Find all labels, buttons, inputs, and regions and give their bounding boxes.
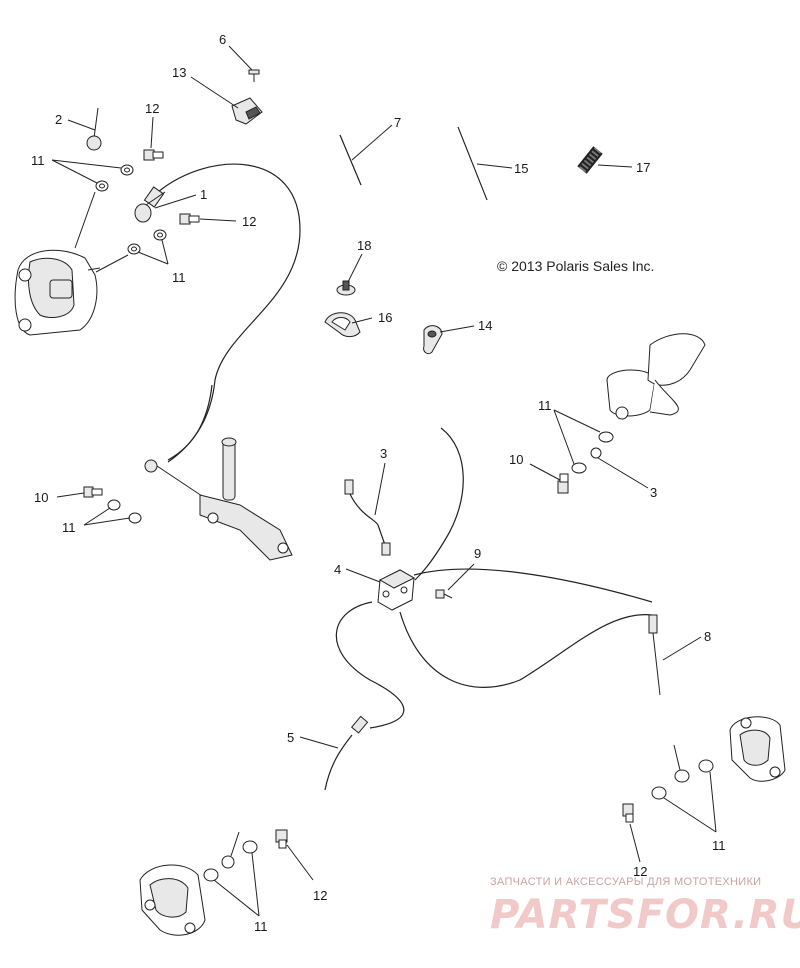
callout-3-a: 3 xyxy=(380,446,387,461)
front-master-cylinder xyxy=(606,333,706,420)
callout-16: 16 xyxy=(378,310,392,325)
rear-master-cylinder xyxy=(144,437,293,561)
callout-1: 1 xyxy=(200,187,207,202)
hose-8-end xyxy=(648,614,661,696)
callout-10-b: 10 xyxy=(509,452,523,467)
callout-9: 9 xyxy=(474,546,481,561)
rod-15 xyxy=(457,126,488,201)
washers-upper-left xyxy=(95,164,167,255)
callout-6: 6 xyxy=(219,32,226,47)
hose-5-end xyxy=(324,715,369,791)
hose-3-center xyxy=(344,479,391,556)
callout-5: 5 xyxy=(287,730,294,745)
washers-lower-right xyxy=(622,744,714,823)
callout-14: 14 xyxy=(478,318,492,333)
callout-11-f: 11 xyxy=(254,919,268,934)
brake-hose-lines xyxy=(157,163,653,729)
callout-11-d: 11 xyxy=(62,520,76,535)
washers-lower-left xyxy=(203,829,288,882)
callout-4: 4 xyxy=(334,562,341,577)
callout-15: 15 xyxy=(514,161,528,176)
watermark-brand: PARTSFOR.RU xyxy=(490,892,800,938)
watermark-tagline: ЗАПЧАСТИ И АКСЕССУАРЫ ДЛЯ МОТОТЕХНИКИ xyxy=(490,876,761,888)
callout-12-d: 12 xyxy=(313,888,327,903)
callout-numbers: 6 13 2 12 11 1 12 11 7 15 17 18 16 14 11… xyxy=(31,32,726,934)
bolt-10-left xyxy=(83,486,142,524)
callout-3-b: 3 xyxy=(650,485,657,500)
callout-17: 17 xyxy=(636,160,650,175)
callout-12-a: 12 xyxy=(145,101,159,116)
clamp-14 xyxy=(423,325,443,355)
callout-11-c: 11 xyxy=(538,398,552,413)
callout-11-b: 11 xyxy=(172,270,186,285)
screw-6 xyxy=(248,69,260,82)
bracket-13 xyxy=(231,97,263,125)
bolts-12-upper-left xyxy=(143,149,200,225)
callout-8: 8 xyxy=(704,629,711,644)
callout-2: 2 xyxy=(55,112,62,127)
hose-fitting-1 xyxy=(134,186,166,223)
rear-right-brake-caliper xyxy=(729,716,786,782)
banjo-fitting-2 xyxy=(86,107,102,151)
copyright-notice: © 2013 Polaris Sales Inc. xyxy=(497,258,654,274)
distribution-block-4 xyxy=(377,569,416,611)
banjo-fitting-3-right xyxy=(557,431,614,494)
callout-13: 13 xyxy=(172,65,186,80)
screw-9 xyxy=(435,589,453,599)
callout-11-e: 11 xyxy=(712,838,726,853)
callout-7: 7 xyxy=(394,115,401,130)
front-left-brake-caliper xyxy=(14,249,101,336)
callout-11-a: 11 xyxy=(31,153,45,168)
leader-lines xyxy=(51,45,717,917)
spring-17 xyxy=(577,146,603,174)
callout-18: 18 xyxy=(357,238,371,253)
callout-12-b: 12 xyxy=(242,214,256,229)
clip-16 xyxy=(324,312,361,338)
rear-left-brake-caliper xyxy=(139,864,206,936)
rod-7 xyxy=(339,134,362,186)
callout-12-c: 12 xyxy=(633,864,647,879)
callout-10-a: 10 xyxy=(34,490,48,505)
push-pin-18 xyxy=(336,280,356,296)
